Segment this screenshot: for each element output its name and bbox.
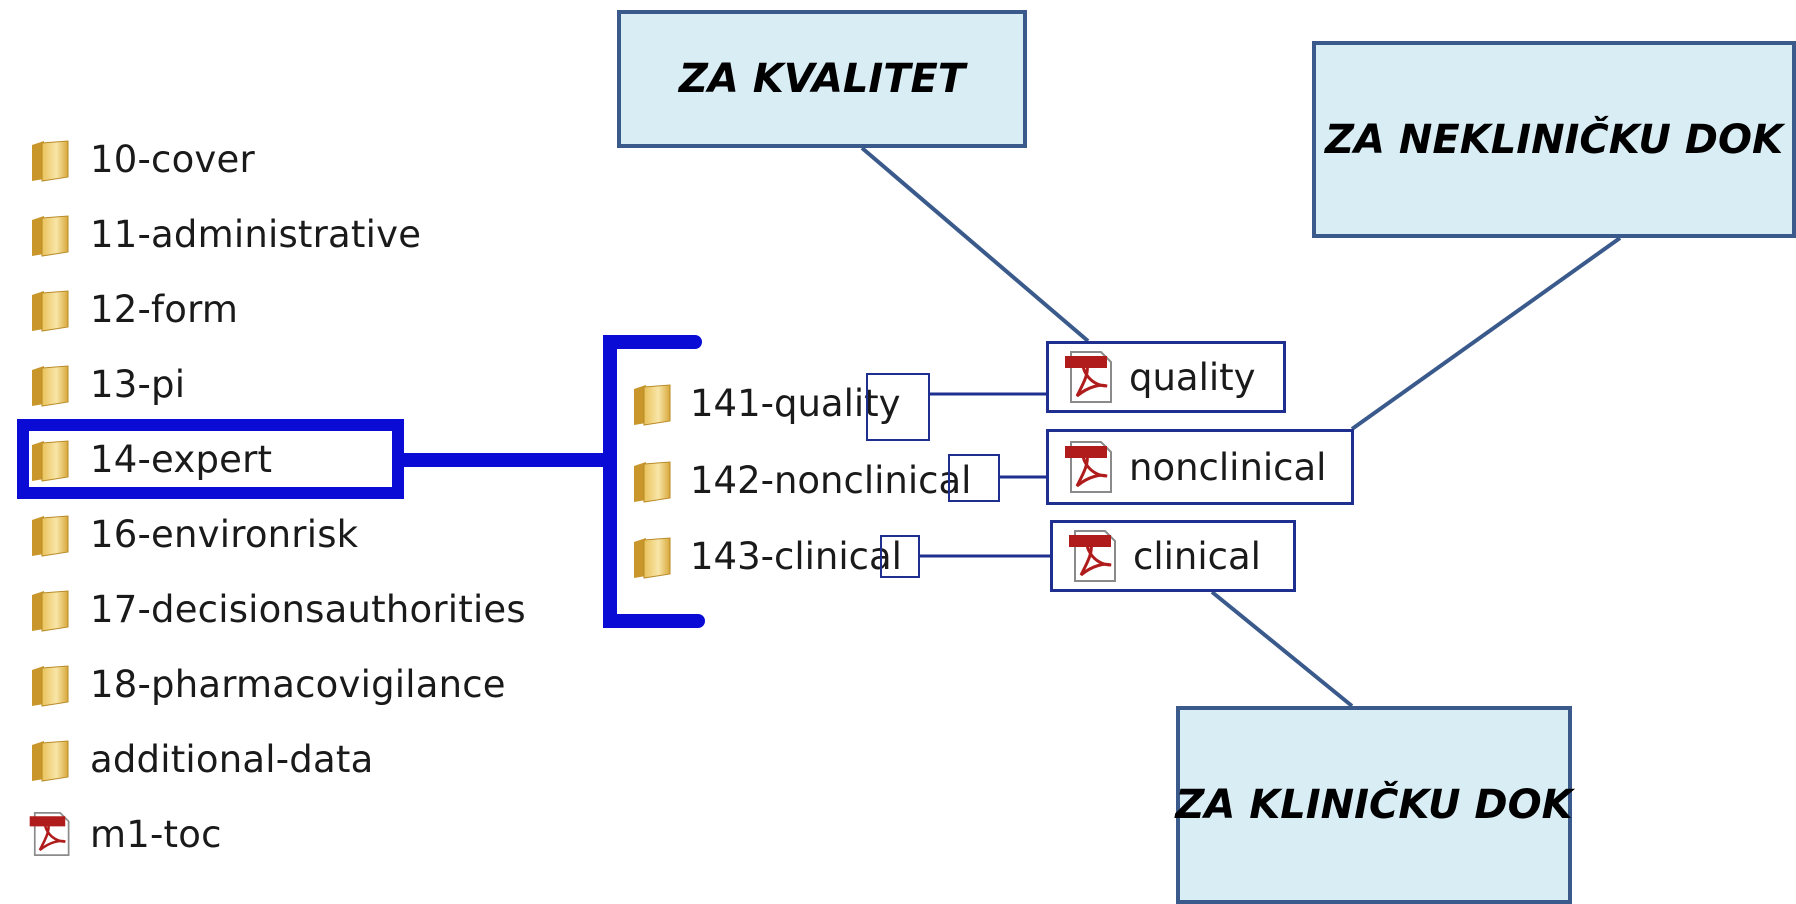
folder-list-item[interactable]: 17-decisionsauthorities: [28, 581, 526, 637]
folder-list-label: additional-data: [90, 737, 374, 781]
quality-subfolder-frame: [866, 373, 930, 441]
subfolder-item[interactable]: 142-nonclinical: [630, 452, 971, 508]
folder-list-label: 10-cover: [90, 137, 255, 181]
quality-callout-text: ZA KVALITET: [678, 56, 966, 102]
folder-list-label: 14-expert: [90, 437, 273, 481]
folder-list-label: 11-administrative: [90, 212, 422, 256]
folder-list-item[interactable]: 18-pharmacovigilance: [28, 656, 506, 712]
folder-icon: [630, 456, 674, 504]
folder-icon: [28, 210, 72, 258]
clinical-callout-leader: [1210, 590, 1354, 708]
pdf-document-clinical[interactable]: clinical: [1050, 520, 1296, 592]
expert-highlight-frame: [17, 419, 404, 499]
folder-icon: [28, 285, 72, 333]
folder-list-label: 16-environrisk: [90, 512, 359, 556]
subfolder-item[interactable]: 141-quality: [630, 375, 901, 431]
clinical-callout-text: ZA KLINIČKU DOK: [1175, 782, 1573, 828]
pdf-document-nonclinical[interactable]: nonclinical: [1046, 429, 1354, 505]
pdf-document-quality[interactable]: quality: [1046, 341, 1286, 413]
folder-list-item[interactable]: 13-pi: [28, 356, 185, 412]
subfolder-label: 143-clinical: [690, 534, 902, 578]
nonclinical-callout: ZA NEKLINIČKU DOK: [1312, 41, 1796, 238]
folder-list-label: 12-form: [90, 287, 239, 331]
folder-icon: [28, 435, 72, 483]
subfolder-label: 142-nonclinical: [690, 458, 972, 502]
nonclinical-subfolder-frame: [948, 454, 1000, 502]
pdf-icon: [1063, 350, 1115, 404]
pdf-icon: [1067, 529, 1119, 583]
pdf-document-label: nonclinical: [1129, 445, 1327, 489]
pdf-document-label: clinical: [1133, 534, 1261, 578]
quality-callout: ZA KVALITET: [617, 10, 1027, 148]
folder-list-item[interactable]: 12-form: [28, 281, 238, 337]
folder-list-item[interactable]: 16-environrisk: [28, 506, 358, 562]
folder-icon: [630, 532, 674, 580]
folder-icon: [28, 585, 72, 633]
subfolder-item[interactable]: 143-clinical: [630, 528, 902, 584]
folder-icon: [28, 510, 72, 558]
folder-list-label: 13-pi: [90, 362, 186, 406]
subfolder-bracket: [603, 335, 705, 628]
folder-icon: [28, 735, 72, 783]
folder-list-item[interactable]: 11-administrative: [28, 206, 421, 262]
folder-icon: [28, 135, 72, 183]
nonclinical-callout-leader: [1350, 236, 1622, 431]
nonclinical-callout-text: ZA NEKLINIČKU DOK: [1325, 116, 1783, 163]
folder-icon: [28, 660, 72, 708]
folder-list-label: 17-decisionsauthorities: [90, 587, 526, 631]
clinical-callout: ZA KLINIČKU DOK: [1175, 706, 1573, 904]
folder-list-item[interactable]: m1-toc: [28, 806, 222, 862]
folder-list-item[interactable]: 14-expert: [28, 431, 272, 487]
quality-callout-leader: [860, 146, 1090, 343]
folder-list-item[interactable]: additional-data: [28, 731, 373, 787]
folder-list-label: m1-toc: [90, 812, 222, 856]
folder-list-label: 18-pharmacovigilance: [90, 662, 506, 706]
pdf-document-label: quality: [1129, 355, 1256, 399]
clinical-subfolder-frame: [880, 535, 920, 578]
pdf-icon: [1063, 440, 1115, 494]
folder-icon: [28, 360, 72, 408]
folder-list-item[interactable]: 10-cover: [28, 131, 255, 187]
pdf-icon: [28, 810, 72, 858]
folder-icon: [630, 379, 674, 427]
subfolder-label: 141-quality: [690, 381, 901, 425]
